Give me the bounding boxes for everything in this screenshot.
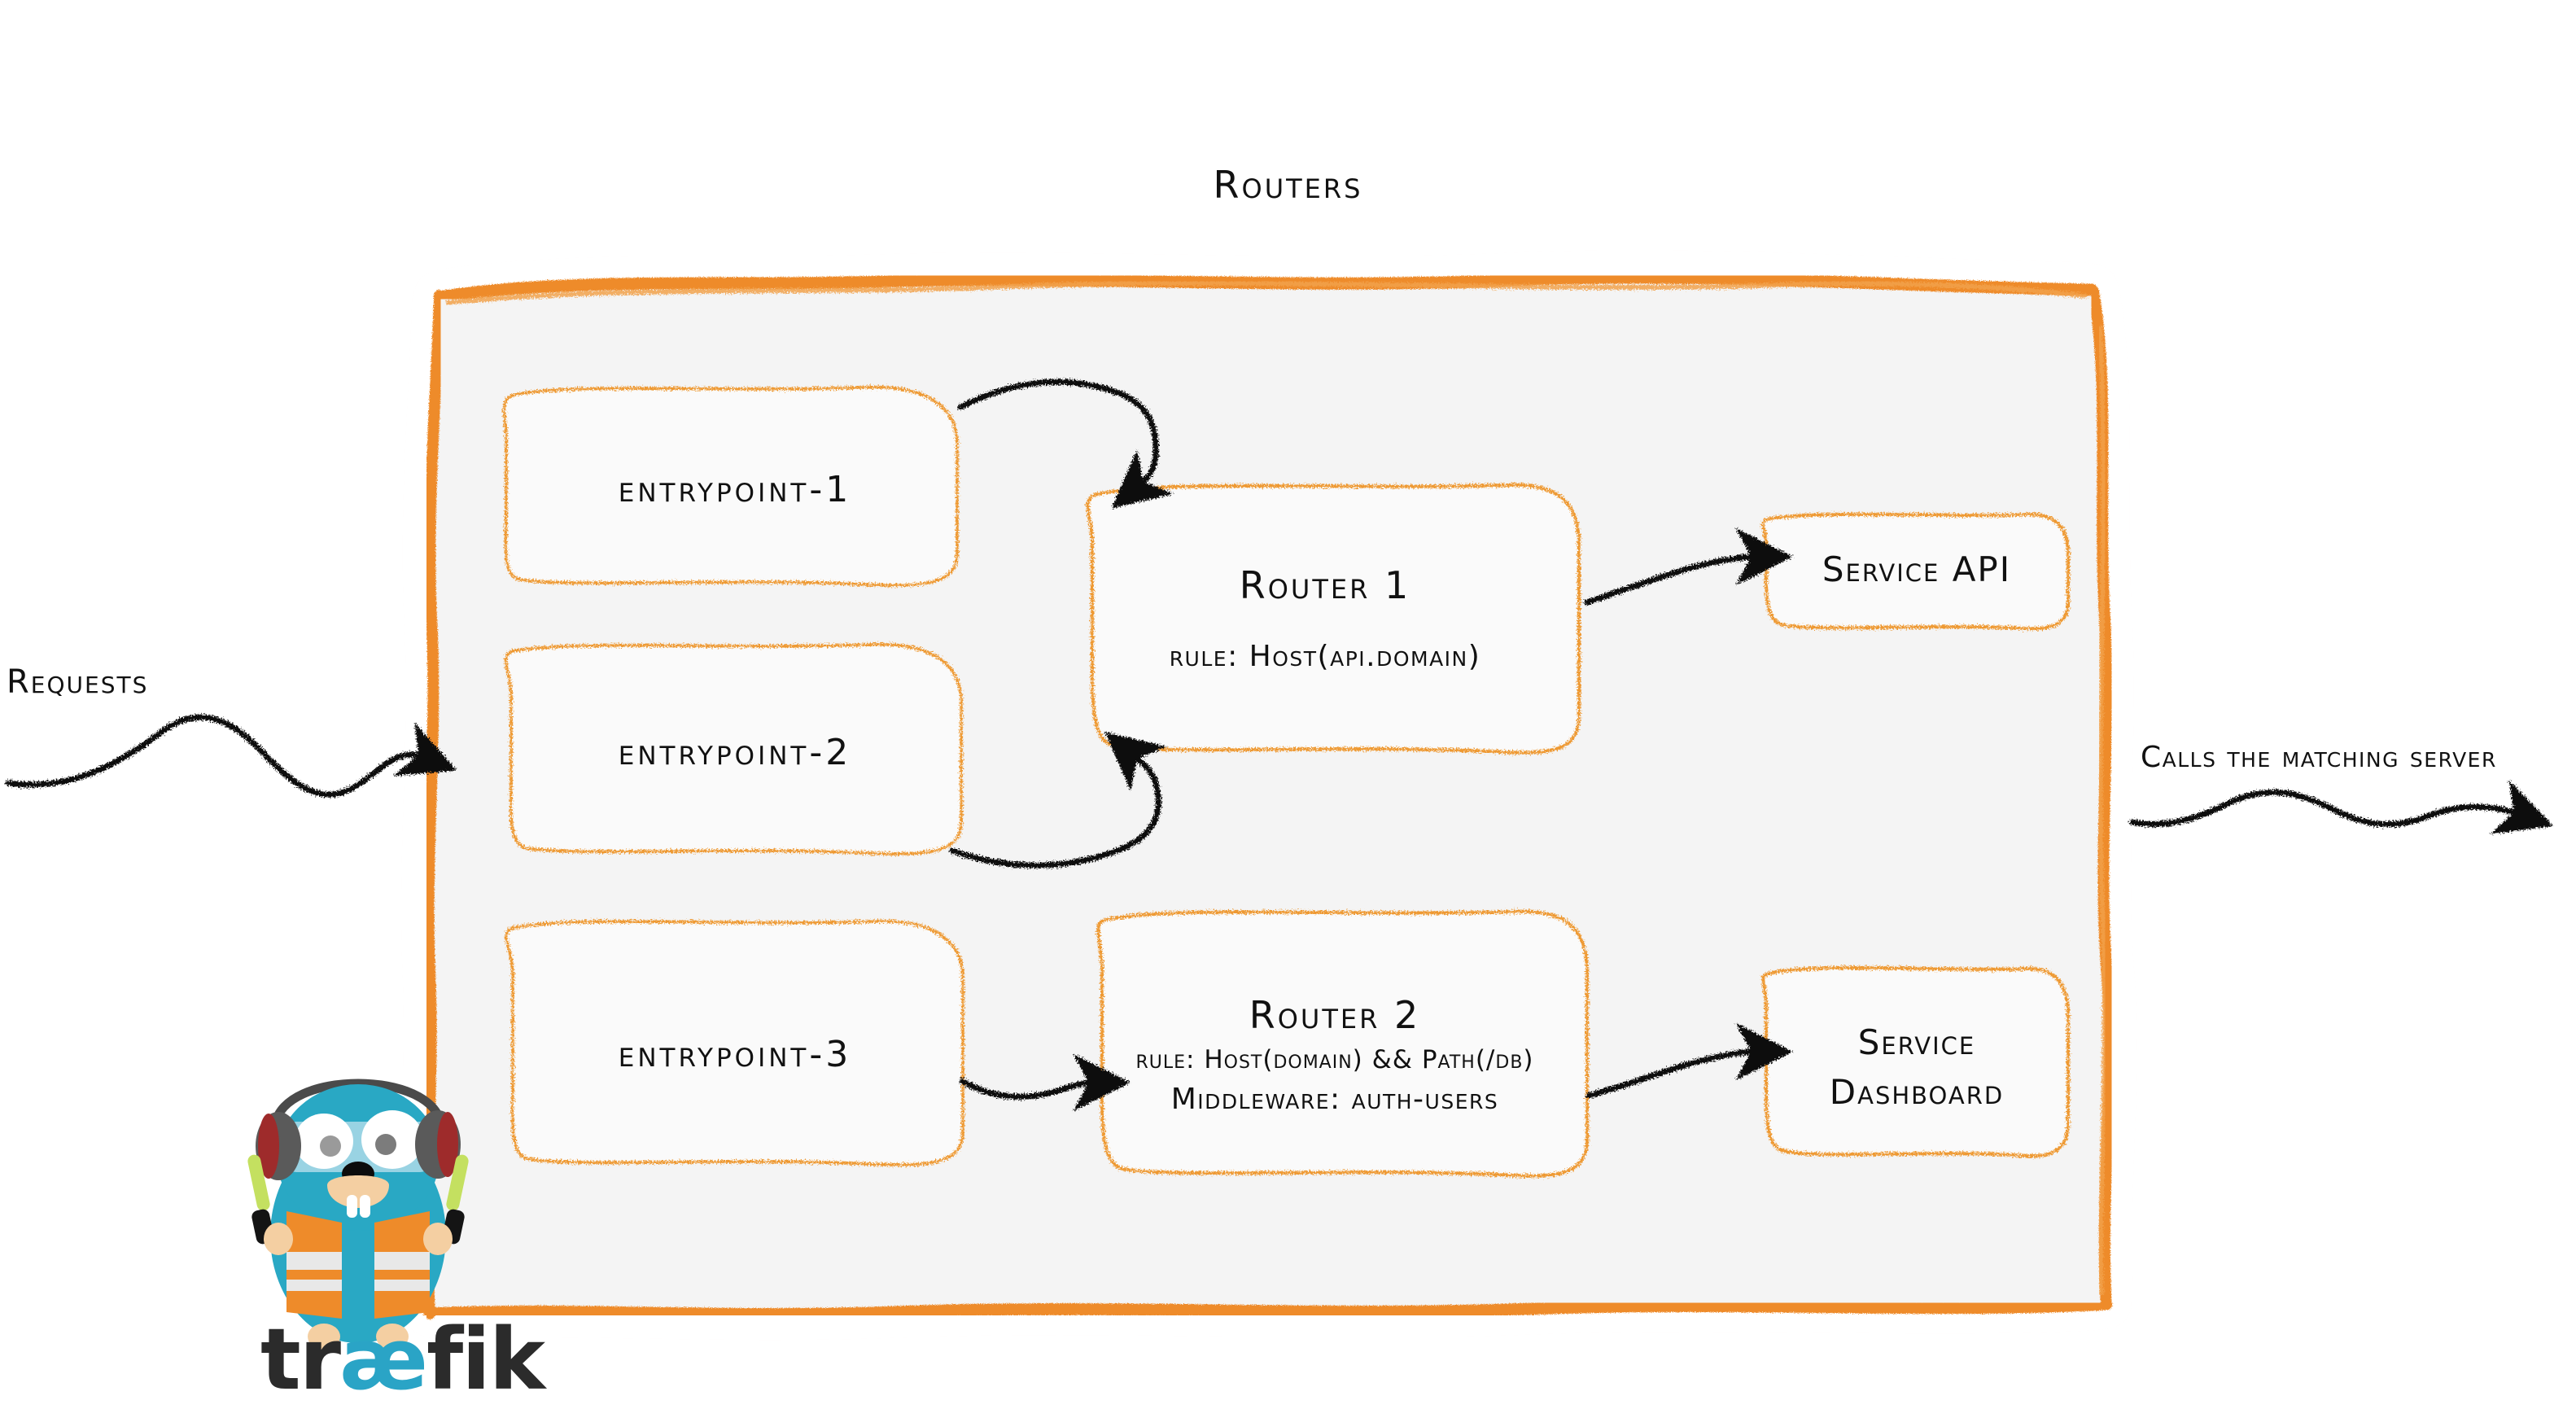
wordmark-part-1: tr — [260, 1310, 341, 1409]
calls-matching-server-caption: Calls the matching server — [2141, 741, 2497, 774]
wordmark-part-2: fik — [426, 1310, 545, 1409]
arrow-router2-to-service-dashboard — [1585, 1022, 1793, 1099]
service-api-box[interactable]: Service API — [1770, 521, 2063, 619]
service-api-label: Service API — [1822, 549, 2012, 589]
router-2-title: Router 2 — [1249, 992, 1421, 1037]
requests-caption: Requests — [7, 663, 149, 701]
arrow-router1-to-service-api — [1584, 527, 1793, 606]
arrow-ep2-to-router1 — [949, 732, 1168, 869]
service-dashboard-box[interactable]: Service Dashboard — [1770, 977, 2063, 1159]
arrow-requests-in — [5, 714, 457, 798]
traefik-gopher-icon — [247, 1079, 469, 1350]
arrow-calls-out — [2129, 780, 2554, 835]
entrypoint-1-label: entrypoint-1 — [618, 468, 852, 510]
service-dashboard-label-line1: Service — [1857, 1022, 1976, 1063]
entrypoint-1-box[interactable]: entrypoint-1 — [518, 395, 952, 584]
entrypoint-2-label: entrypoint-2 — [618, 731, 852, 773]
page-title: Routers — [1213, 163, 1363, 207]
entrypoint-3-box[interactable]: entrypoint-3 — [518, 932, 952, 1176]
router-1-box[interactable]: Router 1 rule: Host(api.domain) — [1097, 495, 1553, 741]
arrow-ep1-to-router1 — [957, 379, 1174, 509]
entrypoint-3-label: entrypoint-3 — [618, 1033, 852, 1075]
service-dashboard-label-line2: Dashboard — [1829, 1072, 2005, 1112]
router-2-box[interactable]: Router 2 rule: Host(domain) && Path(/db)… — [1107, 936, 1563, 1172]
router-1-title: Router 1 — [1239, 562, 1411, 607]
router-2-rule: rule: Host(domain) && Path(/db) — [1135, 1044, 1534, 1074]
router-1-rule: rule: Host(api.domain) — [1169, 639, 1481, 673]
wordmark-ae-ligature: æ — [339, 1310, 428, 1409]
entrypoint-2-box[interactable]: entrypoint-2 — [518, 651, 952, 853]
traefik-wordmark: træfik — [260, 1317, 545, 1402]
router-2-middleware: Middleware: auth-users — [1170, 1082, 1499, 1116]
arrow-ep3-to-router2 — [959, 1053, 1131, 1112]
